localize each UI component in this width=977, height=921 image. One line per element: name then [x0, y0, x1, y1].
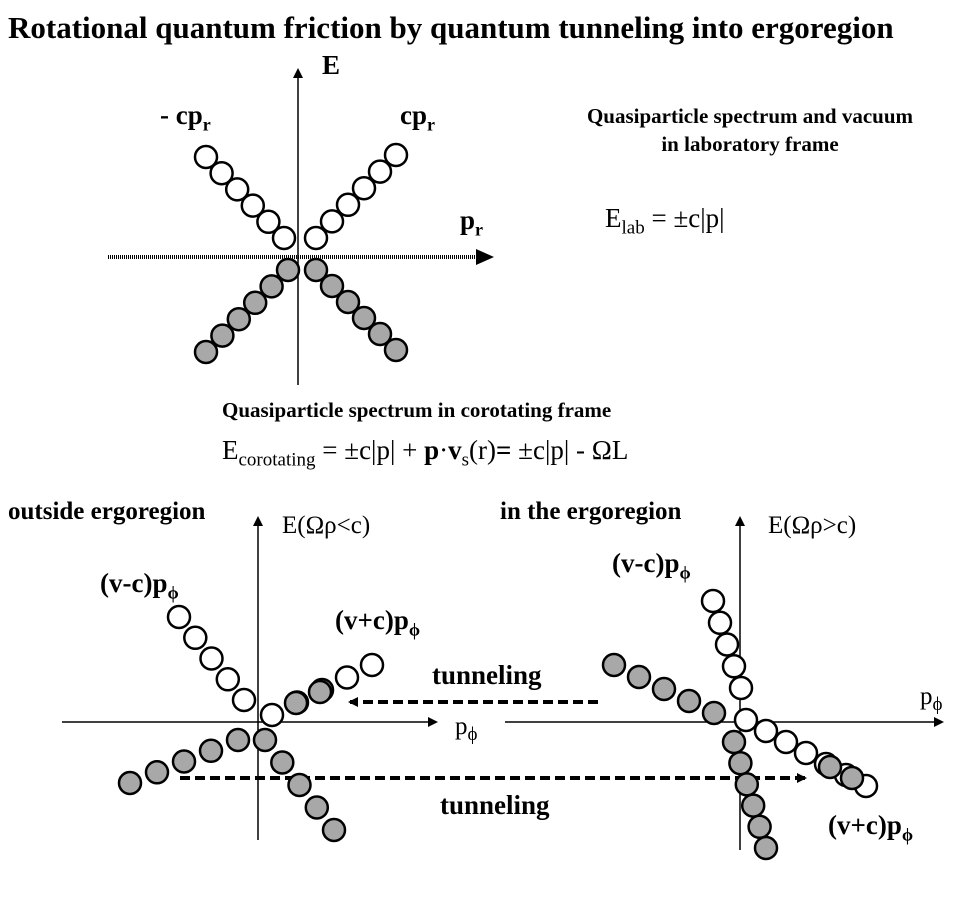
spectrum-circles — [117, 142, 879, 861]
top-left-lower-circle — [226, 306, 252, 332]
top-right-lower-circle — [335, 289, 361, 315]
top-right-upper-circle — [319, 209, 345, 234]
right-down-branch-circle — [740, 793, 766, 818]
top-left-upper-circle — [224, 177, 250, 202]
left-cross-down-circle — [252, 727, 278, 753]
top-right-upper-circle — [303, 225, 329, 251]
right-upper-branch-circle — [721, 654, 747, 679]
top-left-upper-circle — [193, 144, 219, 170]
top-left-upper-circle — [271, 225, 297, 251]
top-right-lower-circle — [319, 273, 345, 299]
right-upper-branch-circle — [707, 610, 733, 636]
left-lower-branch-circle — [198, 738, 224, 764]
top-left-lower-circle — [275, 257, 301, 283]
left-cross-down-circle — [270, 750, 295, 775]
left-upper-branch-circle — [231, 687, 257, 713]
top-left-lower-circle — [210, 323, 235, 348]
top-left-lower-circle — [259, 274, 284, 299]
right-outer-filled-circle — [817, 754, 843, 780]
right-outer-branch-circle — [773, 729, 799, 755]
top-left-upper-circle — [240, 193, 266, 218]
left-cross-down-circle — [321, 817, 347, 843]
left-upper-branch-circle — [199, 646, 224, 671]
left-upper-branch-circle — [166, 604, 192, 630]
right-down-branch-circle — [721, 729, 747, 755]
left-energy-label: E(Ωρ<c) — [282, 512, 371, 539]
left-cross-up-filled-circle — [283, 690, 309, 716]
right-upper-branch-circle — [714, 632, 740, 657]
left-cross-up-filled-circle — [307, 679, 333, 705]
top-energy-label: E — [322, 50, 341, 80]
left-lower-branch-circle — [117, 770, 143, 796]
right-lower-branch-circle — [651, 676, 677, 702]
right-branch-upper-label: (v-c)pϕ — [612, 548, 691, 583]
tunneling-label-lower: tunneling — [440, 790, 550, 820]
left-branch-upper-label: (v-c)pϕ — [100, 568, 179, 603]
top-branch-left-label: - cpr — [160, 100, 211, 135]
top-momentum-label: pr — [460, 205, 484, 240]
top-right-upper-circle — [367, 159, 393, 184]
left-upper-branch-circle — [215, 667, 241, 692]
top-branch-right-label: cpr — [400, 100, 435, 135]
right-lower-branch-circle — [701, 700, 727, 726]
right-outer-branch-circle — [733, 707, 759, 733]
right-upper-branch-circle — [700, 588, 726, 614]
lab-energy-formula: Elab = ±c|p| — [605, 203, 725, 239]
top-left-upper-circle — [209, 160, 234, 186]
left-momentum-label: pϕ — [455, 713, 478, 745]
top-right-upper-circle — [335, 192, 361, 218]
left-region-label: outside ergoregion — [8, 498, 206, 525]
page-title: Rotational quantum friction by quantum t… — [8, 10, 894, 45]
tunneling-label-upper: tunneling — [432, 660, 542, 690]
left-lower-branch-circle — [144, 760, 170, 785]
top-left-lower-circle — [193, 339, 219, 365]
left-cross-down-circle — [287, 772, 312, 798]
top-left-lower-circle — [242, 290, 268, 316]
right-down-branch-circle — [728, 750, 753, 776]
left-upper-branch-circle — [183, 625, 208, 651]
right-outer-filled-circle — [839, 765, 865, 791]
top-right-upper-circle — [383, 142, 409, 168]
left-cross-up-circle — [359, 652, 385, 678]
right-region-label: in the ergoregion — [500, 498, 682, 525]
right-lower-branch-circle — [601, 652, 627, 678]
top-right-lower-circle — [383, 337, 409, 363]
right-outer-branch-circle — [753, 718, 779, 744]
top-right-lower-circle — [351, 305, 377, 331]
left-cross-up-circle — [334, 665, 360, 690]
lab-frame-caption: Quasiparticle spectrum and vacuum in lab… — [586, 104, 914, 156]
top-right-upper-circle — [351, 175, 377, 201]
right-down-branch-circle — [734, 772, 760, 797]
top-right-lower-circle — [367, 321, 393, 347]
right-branch-lower-label: (v+c)pϕ — [828, 810, 914, 845]
top-left-upper-circle — [256, 209, 281, 235]
right-down-branch-circle — [747, 814, 772, 840]
left-lower-branch-circle — [225, 727, 251, 753]
top-right-lower-circle — [303, 257, 329, 283]
left-lower-branch-circle — [171, 749, 197, 774]
right-energy-label: E(Ωρ>c) — [768, 512, 857, 539]
top-momentum-arrowhead — [476, 249, 494, 265]
right-outer-branch-circle — [793, 740, 819, 766]
left-cross-up-circle — [259, 702, 285, 728]
corotating-caption: Quasiparticle spectrum in corotating fra… — [222, 398, 612, 422]
left-branch-lower-label: (v+c)pϕ — [335, 605, 421, 640]
right-lower-branch-circle — [626, 664, 652, 690]
corotating-energy-formula: Ecorotating = ±c|p| + p·vs(r)= ±c|p| - Ω… — [222, 435, 629, 471]
right-momentum-label: pϕ — [920, 683, 943, 715]
right-lower-branch-circle — [676, 688, 702, 714]
right-down-branch-circle — [753, 835, 779, 861]
left-cross-down-circle — [304, 795, 330, 820]
right-upper-branch-circle — [728, 675, 754, 701]
